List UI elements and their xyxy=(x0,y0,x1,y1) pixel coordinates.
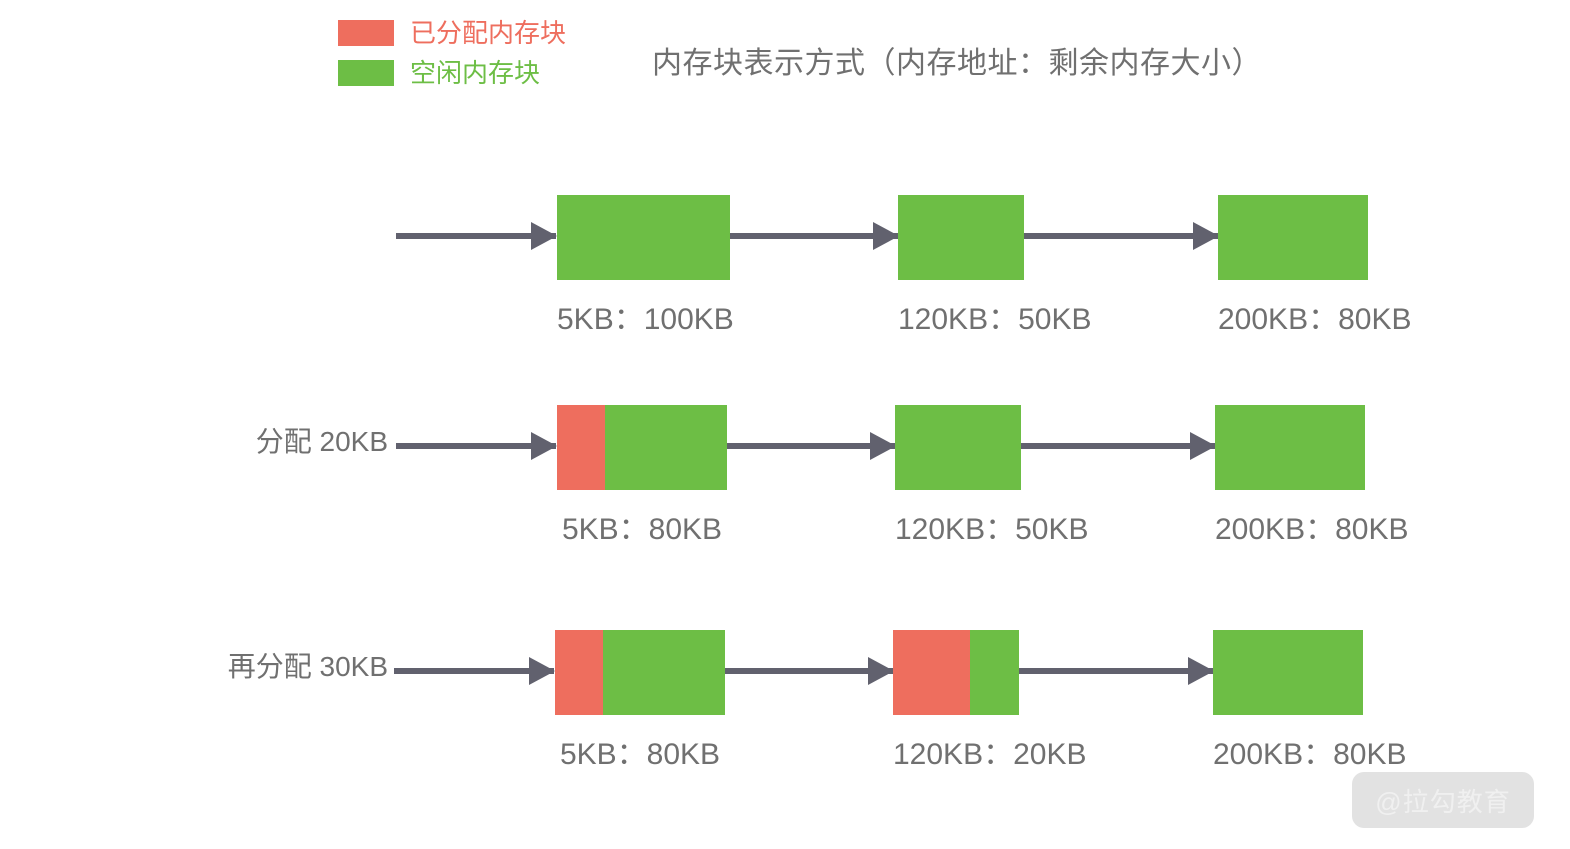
arrow-line xyxy=(1019,668,1213,674)
arrow-head-icon xyxy=(870,432,896,460)
memory-block xyxy=(555,630,725,715)
block-caption: 120KB：50KB xyxy=(898,303,1092,336)
row-label-allocate-20kb: 分配 20KB xyxy=(255,426,388,457)
arrow-head-icon xyxy=(1193,222,1219,250)
block-segment-free xyxy=(604,405,727,490)
block-caption: 5KB：80KB xyxy=(559,738,721,771)
memory-row-initial: 5KB：100KB 120KB：50KB 200KB：80KB xyxy=(0,180,1570,350)
arrow-head-icon xyxy=(1188,657,1214,685)
block-segment-free xyxy=(969,630,1019,715)
arrow-head-icon xyxy=(1190,432,1216,460)
memory-block xyxy=(895,405,1021,490)
arrow-head-icon xyxy=(873,222,899,250)
diagram-title: 内存块表示方式（内存地址：剩余内存大小） xyxy=(652,47,1262,80)
block-segment-allocated xyxy=(557,405,605,490)
arrow-line xyxy=(396,233,556,239)
block-caption: 120KB：20KB xyxy=(893,738,1087,771)
arrow-line xyxy=(725,668,893,674)
legend-item-free: 空闲内存块 xyxy=(338,56,566,90)
arrow-line xyxy=(727,443,895,449)
block-segment-free xyxy=(895,405,1021,490)
arrow-head-to-block-1 xyxy=(396,222,557,250)
memory-block xyxy=(1215,405,1365,490)
arrow-line xyxy=(730,233,898,239)
block-caption: 200KB：80KB xyxy=(1215,513,1409,546)
arrow-block-1-to-2 xyxy=(727,432,896,460)
arrow-head-icon xyxy=(531,432,557,460)
memory-row-reallocate-30kb: 再分配 30KB 5KB：80KB 120KB：20KB 200KB：80KB xyxy=(0,615,1570,785)
memory-block xyxy=(557,405,727,490)
watermark: @拉勾教育 xyxy=(1352,772,1534,828)
legend: 已分配内存块 空闲内存块 xyxy=(338,16,566,96)
arrow-line xyxy=(394,668,554,674)
legend-item-allocated: 已分配内存块 xyxy=(338,16,566,50)
block-caption: 200KB：80KB xyxy=(1213,738,1407,771)
memory-block xyxy=(1218,195,1368,280)
block-segment-free xyxy=(1215,405,1365,490)
arrow-block-1-to-2 xyxy=(730,222,899,250)
block-segment-free xyxy=(557,195,730,280)
arrow-block-2-to-3 xyxy=(1021,432,1216,460)
legend-label-free: 空闲内存块 xyxy=(410,58,541,88)
memory-block xyxy=(893,630,1019,715)
memory-block xyxy=(898,195,1024,280)
arrow-head-icon xyxy=(868,657,894,685)
arrow-head-to-block-1 xyxy=(394,657,555,685)
legend-label-allocated: 已分配内存块 xyxy=(410,18,567,48)
block-caption: 200KB：80KB xyxy=(1218,303,1412,336)
arrow-line xyxy=(1021,443,1215,449)
block-segment-free xyxy=(602,630,725,715)
watermark-text: @拉勾教育 xyxy=(1375,786,1511,817)
arrow-block-2-to-3 xyxy=(1024,222,1219,250)
arrow-head-icon xyxy=(529,657,555,685)
block-caption: 5KB：100KB xyxy=(557,303,734,336)
row-label-reallocate-30kb: 再分配 30KB xyxy=(227,651,388,682)
memory-row-allocate-20kb: 分配 20KB 5KB：80KB 120KB：50KB 200KB：80KB xyxy=(0,390,1570,560)
arrow-line xyxy=(1024,233,1218,239)
block-segment-allocated xyxy=(893,630,970,715)
arrow-head-icon xyxy=(531,222,557,250)
legend-swatch-allocated-icon xyxy=(338,20,394,46)
memory-block xyxy=(1213,630,1363,715)
arrow-block-1-to-2 xyxy=(725,657,894,685)
block-segment-free xyxy=(1218,195,1368,280)
block-segment-free xyxy=(1213,630,1363,715)
block-caption: 5KB：80KB xyxy=(561,513,723,546)
memory-block xyxy=(557,195,730,280)
block-segment-allocated xyxy=(555,630,603,715)
legend-swatch-free-icon xyxy=(338,60,394,86)
block-caption: 120KB：50KB xyxy=(895,513,1089,546)
arrow-head-to-block-1 xyxy=(396,432,557,460)
arrow-line xyxy=(396,443,556,449)
arrow-block-2-to-3 xyxy=(1019,657,1214,685)
block-segment-free xyxy=(898,195,1024,280)
